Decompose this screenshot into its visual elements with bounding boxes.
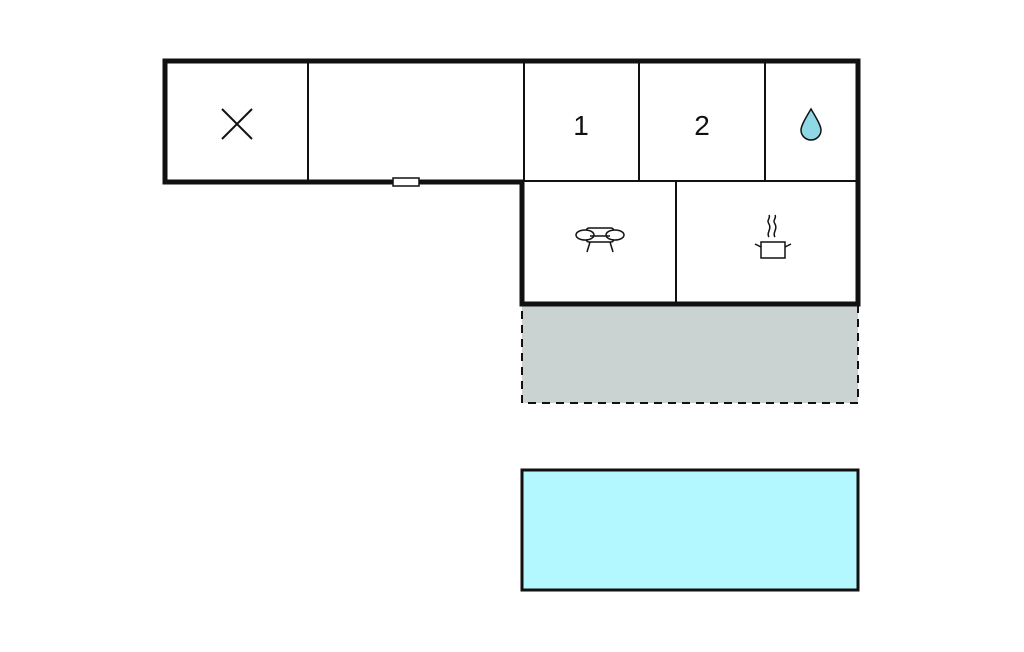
outer-wall: [162, 58, 861, 307]
pool: [520, 468, 860, 592]
bedroom-2-label: 2: [694, 110, 710, 141]
terrace: [521, 304, 859, 404]
water-drop-icon: [800, 107, 822, 141]
cooking-pot-icon: [754, 214, 792, 259]
door-icon: [392, 177, 420, 187]
x-icon: [221, 108, 253, 140]
sofa-icon: [575, 227, 625, 253]
bedroom-1-label: 1: [573, 110, 589, 141]
